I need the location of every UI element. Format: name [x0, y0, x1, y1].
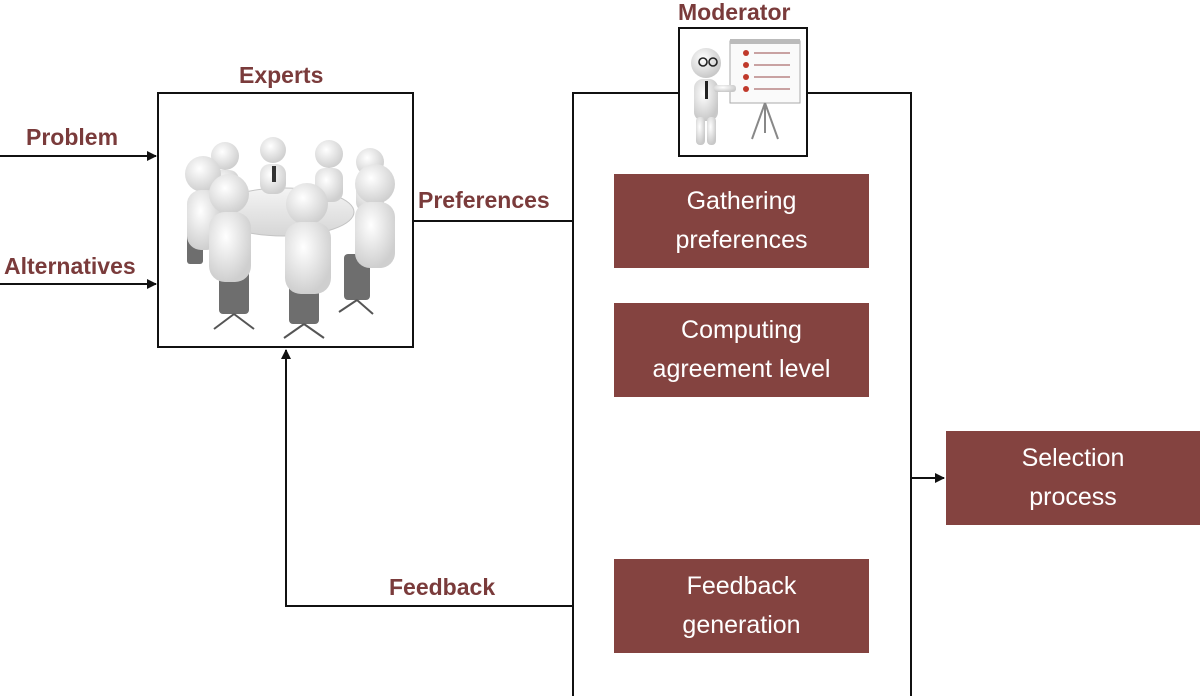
feedback-loop-arrow	[281, 349, 612, 607]
preferences-label: Preferences	[418, 187, 550, 213]
selection-line1: Selection	[1021, 444, 1125, 472]
computing-line2: agreement level	[652, 355, 831, 383]
consensus-line1: Consensus	[685, 451, 797, 476]
alternatives-label: Alternatives	[4, 253, 136, 279]
moderator-label: Moderator	[678, 0, 791, 25]
computing-line1: Computing	[681, 316, 802, 344]
selection-process-box: Selection process	[946, 431, 1200, 525]
experts-label: Experts	[239, 62, 324, 88]
moderator-picture-frame	[678, 27, 808, 157]
feedback-generation-box: Feedback generation	[614, 559, 869, 653]
feedback-generation-line2: generation	[682, 611, 801, 639]
meeting-table-people-icon	[185, 137, 395, 339]
gathering-line2: preferences	[675, 226, 808, 254]
feedback-label: Feedback	[389, 574, 496, 600]
computing-agreement-box: Computing agreement level	[614, 303, 869, 397]
gathering-preferences-box: Gathering preferences	[614, 174, 869, 268]
selection-line2: process	[1029, 483, 1117, 511]
presenter-flipchart-icon	[691, 39, 801, 145]
problem-label: Problem	[26, 124, 119, 150]
feedback-generation-line1: Feedback	[686, 572, 797, 600]
consensus-line2: control?	[701, 482, 781, 507]
experts-frame	[157, 92, 414, 348]
gathering-line1: Gathering	[686, 187, 797, 215]
consensus-control-text: Consensus control?	[641, 448, 841, 510]
